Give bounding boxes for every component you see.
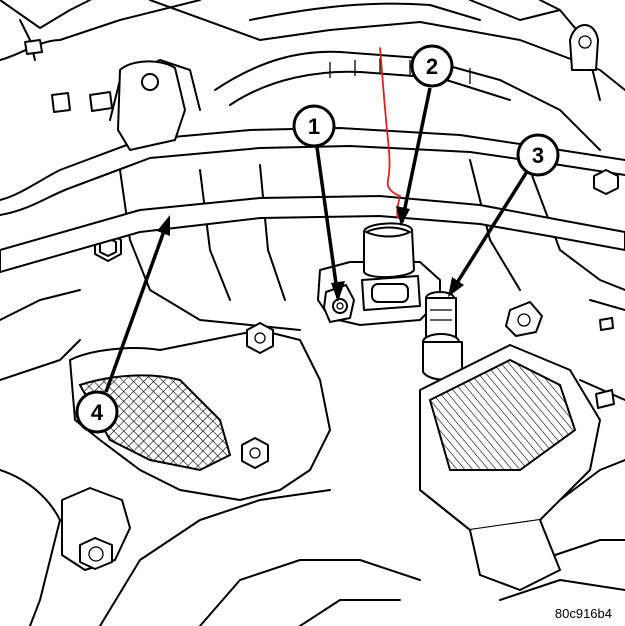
callout-3: 3 [516, 133, 560, 177]
sensor-connector [361, 222, 421, 311]
arrowhead-4 [157, 215, 170, 236]
svg-text:2: 2 [426, 54, 438, 79]
leader-3 [448, 169, 530, 295]
arrowhead-2 [396, 206, 410, 226]
left-fittings [19, 19, 113, 113]
hex-fitting [61, 487, 131, 571]
hatched-section [78, 374, 232, 472]
leader-4 [104, 219, 170, 393]
cylinder-sensor [422, 291, 463, 381]
svg-text:1: 1 [308, 114, 320, 139]
housing-bolts [241, 322, 274, 469]
leader-1 [314, 139, 340, 299]
sensor-mount-bolt [323, 284, 355, 323]
arrowhead-1 [331, 281, 345, 302]
head-boss [117, 60, 186, 151]
red-annotation-mark [379, 47, 402, 219]
coil-module [419, 344, 601, 591]
manifold-ridges [329, 58, 471, 84]
callout-2: 2 [410, 44, 454, 88]
svg-text:3: 3 [532, 143, 544, 168]
svg-text:4: 4 [91, 400, 104, 425]
side-connector [505, 301, 543, 337]
crossbar-tube [0, 195, 625, 273]
callout-4: 4 [75, 390, 119, 434]
callout-1: 1 [292, 104, 336, 148]
right-fittings [569, 24, 619, 409]
figure-code: 80c916b4 [555, 606, 612, 621]
leader-2 [400, 87, 432, 223]
boss-hole [141, 73, 159, 91]
arrowhead-3 [448, 277, 464, 297]
